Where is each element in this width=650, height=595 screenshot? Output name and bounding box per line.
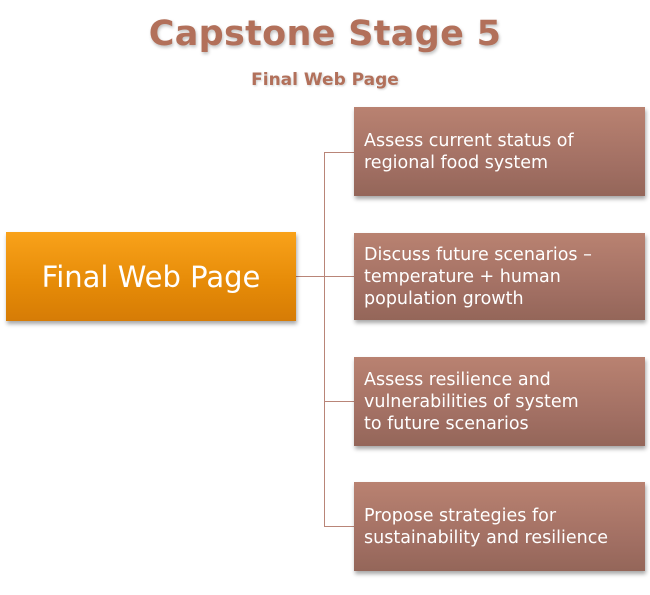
child-node-label: Discuss future scenarios – temperature +… [364,244,592,309]
connector-trunk [324,152,325,526]
connector-child-1 [324,152,354,153]
child-node: Assess resilience and vulnerabilities of… [354,357,645,446]
root-node: Final Web Page [6,232,296,321]
connector-child-3 [324,401,354,402]
child-node: Assess current status of regional food s… [354,107,645,196]
child-node: Propose strategies for sustainability an… [354,482,645,571]
connector-root [296,276,325,277]
page-subtitle: Final Web Page [251,70,399,90]
child-node-label: Assess resilience and vulnerabilities of… [364,369,579,434]
child-node-label: Assess current status of regional food s… [364,130,574,173]
child-node: Discuss future scenarios – temperature +… [354,233,645,320]
page-title: Capstone Stage 5 [148,14,502,54]
root-node-label: Final Web Page [41,259,261,294]
connector-child-4 [324,526,354,527]
child-node-label: Propose strategies for sustainability an… [364,505,609,548]
connector-child-2 [324,276,354,277]
